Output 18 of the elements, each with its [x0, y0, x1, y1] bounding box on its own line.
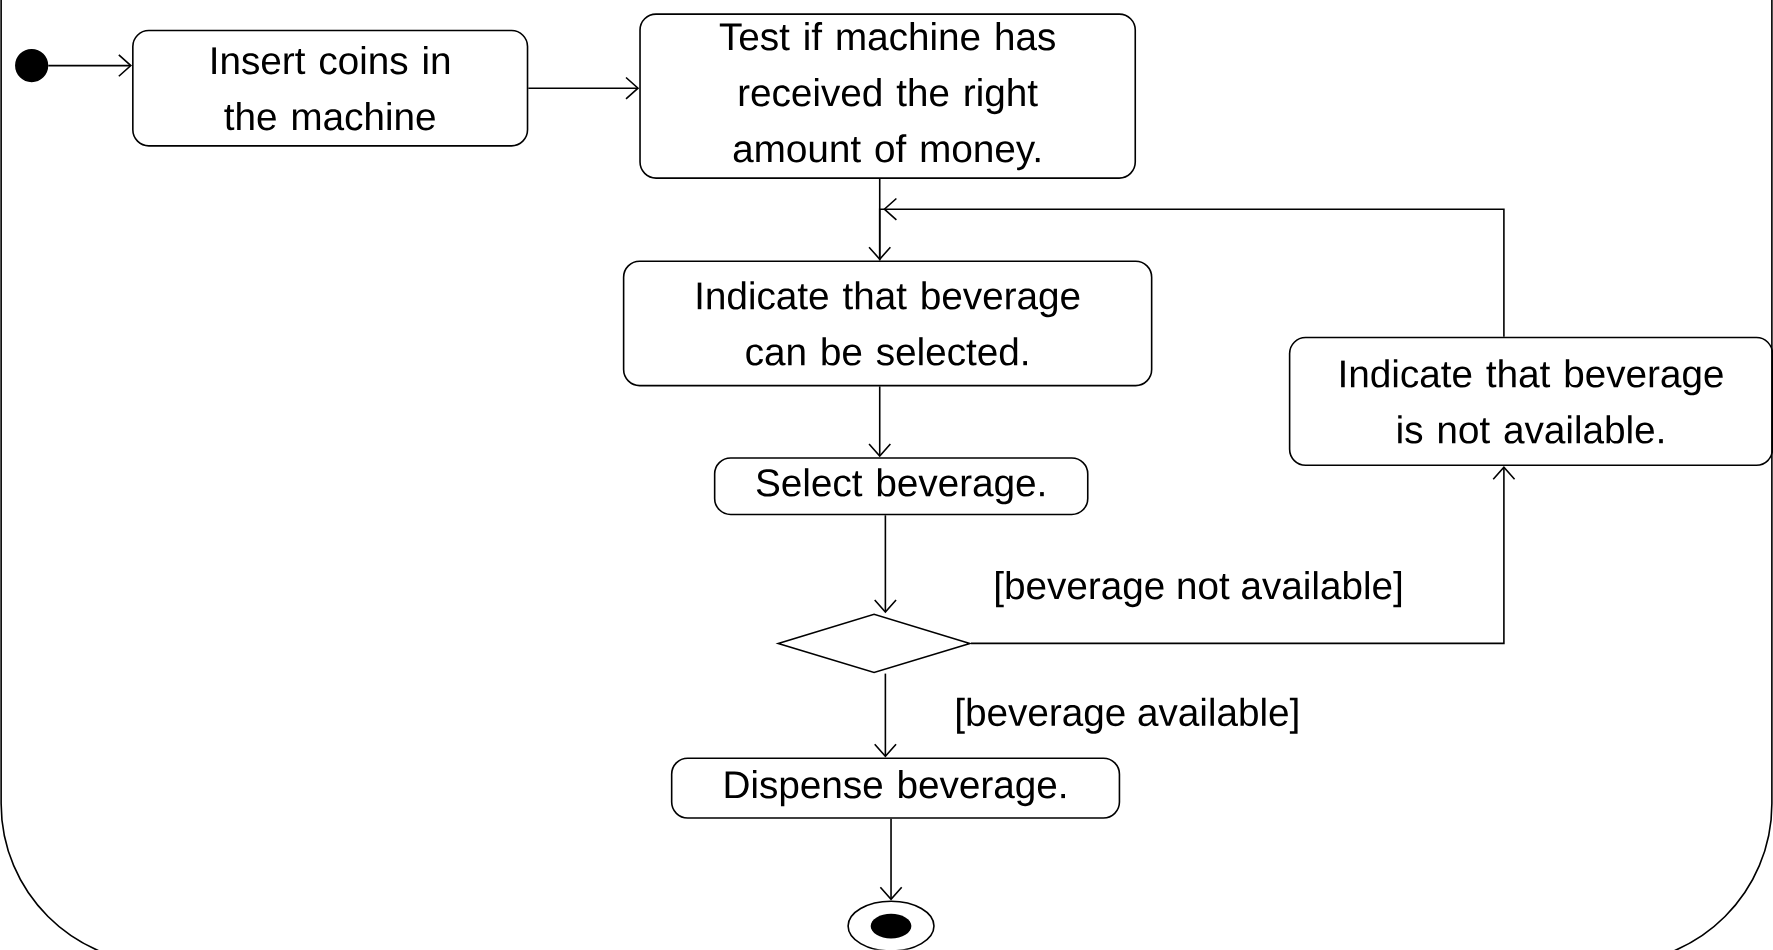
start-node [15, 49, 49, 83]
action-box: Indicate that beverage can be selected. [622, 260, 1153, 387]
arrow [873, 514, 897, 614]
end-node [847, 900, 935, 950]
arrow [873, 672, 897, 758]
arrow [47, 54, 133, 78]
arrow [970, 466, 1516, 645]
guard-label: [beverage available] [952, 696, 1302, 736]
action-box: Test if machine has received the right amount of money. [639, 13, 1137, 179]
arrow [879, 818, 903, 901]
action-box: Dispense beverage. [670, 757, 1121, 819]
guard-label: [beverage not available] [991, 569, 1406, 609]
arrow [527, 76, 640, 100]
arrow [868, 178, 892, 261]
action-box: Indicate that beverage is not available. [1288, 336, 1773, 467]
action-box: Insert coins in the machine [132, 29, 529, 147]
action-box: Select beverage. [713, 457, 1089, 516]
arrow [868, 385, 892, 458]
